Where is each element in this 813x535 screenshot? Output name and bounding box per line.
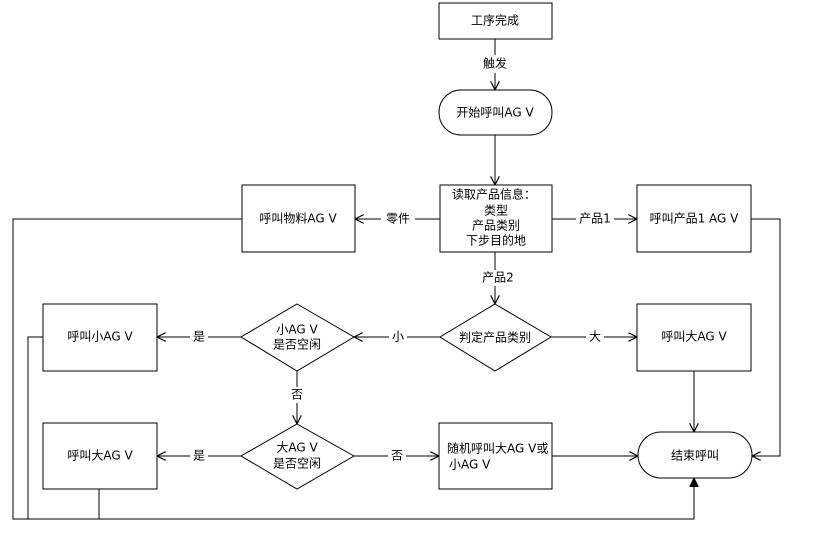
node-small-agv-idle (240, 303, 355, 372)
edge-label-product2: 产品2 (482, 271, 514, 285)
node-random-call (438, 422, 553, 490)
node-small-agv-idle-line1: 小AG V (276, 323, 318, 337)
node-process-done-label: 工序完成 (471, 13, 519, 28)
node-random-call-line1: 随机呼叫大AG V或 (447, 441, 548, 456)
node-big-agv-idle-line1: 大AG V (276, 441, 318, 455)
node-random-call-line2: 小AG V (449, 458, 491, 472)
node-call-big-agv-left (42, 422, 158, 490)
node-read-info-line2: 类型 (484, 204, 508, 218)
edge-product1-to-end (751, 218, 781, 456)
node-call-small-agv (42, 303, 158, 372)
node-call-big-agv-left-label: 呼叫大AG V (67, 449, 133, 463)
edges (12, 39, 781, 520)
node-read-info (439, 184, 553, 253)
node-start-call (438, 89, 553, 136)
node-judge-category-label: 判定产品类别 (459, 330, 531, 345)
edge-label-small: 小 (392, 330, 404, 344)
edge-call-small-to-end (27, 336, 43, 519)
node-end-call-label: 结束呼叫 (671, 449, 719, 463)
node-read-info-line1: 读取产品信息： (452, 187, 536, 202)
edge-labels: 触发 零件 产品1 产品2 小 大 是 否 是 否 (190, 55, 614, 464)
edge-label-part: 零件 (386, 212, 410, 226)
edge-label-product1: 产品1 (579, 212, 611, 226)
nodes: 工序完成 开始呼叫AG V 读取产品信息： 类型 产品类别 下步目的地 呼叫物料… (42, 2, 753, 490)
edge-label-yes-small: 是 (193, 330, 205, 344)
node-process-done (438, 2, 553, 40)
edge-label-no-big: 否 (391, 449, 403, 463)
edge-material-to-end (12, 218, 694, 520)
node-big-agv-idle-line2: 是否空闲 (273, 457, 321, 471)
node-call-material-label: 呼叫物料AG V (259, 212, 337, 226)
edge-label-trigger: 触发 (483, 56, 507, 71)
edge-label-big: 大 (589, 330, 601, 344)
node-start-call-label: 开始呼叫AG V (456, 106, 534, 120)
node-call-big-agv-right (636, 303, 752, 372)
node-call-product1-label: 呼叫产品1 AG V (650, 212, 740, 226)
node-judge-category (439, 303, 552, 372)
node-call-small-agv-label: 呼叫小AG V (67, 330, 133, 344)
node-call-big-agv-right-label: 呼叫大AG V (661, 330, 727, 344)
node-read-info-line3: 产品类别 (472, 219, 520, 233)
node-call-material (241, 184, 356, 253)
node-read-info-line4: 下步目的地 (466, 233, 526, 248)
edge-label-no-small: 否 (291, 388, 303, 402)
edge-label-yes-big: 是 (193, 449, 205, 463)
node-call-product1 (636, 184, 752, 253)
node-small-agv-idle-line2: 是否空闲 (273, 338, 321, 352)
node-big-agv-idle (240, 423, 356, 490)
node-end-call (637, 431, 753, 479)
